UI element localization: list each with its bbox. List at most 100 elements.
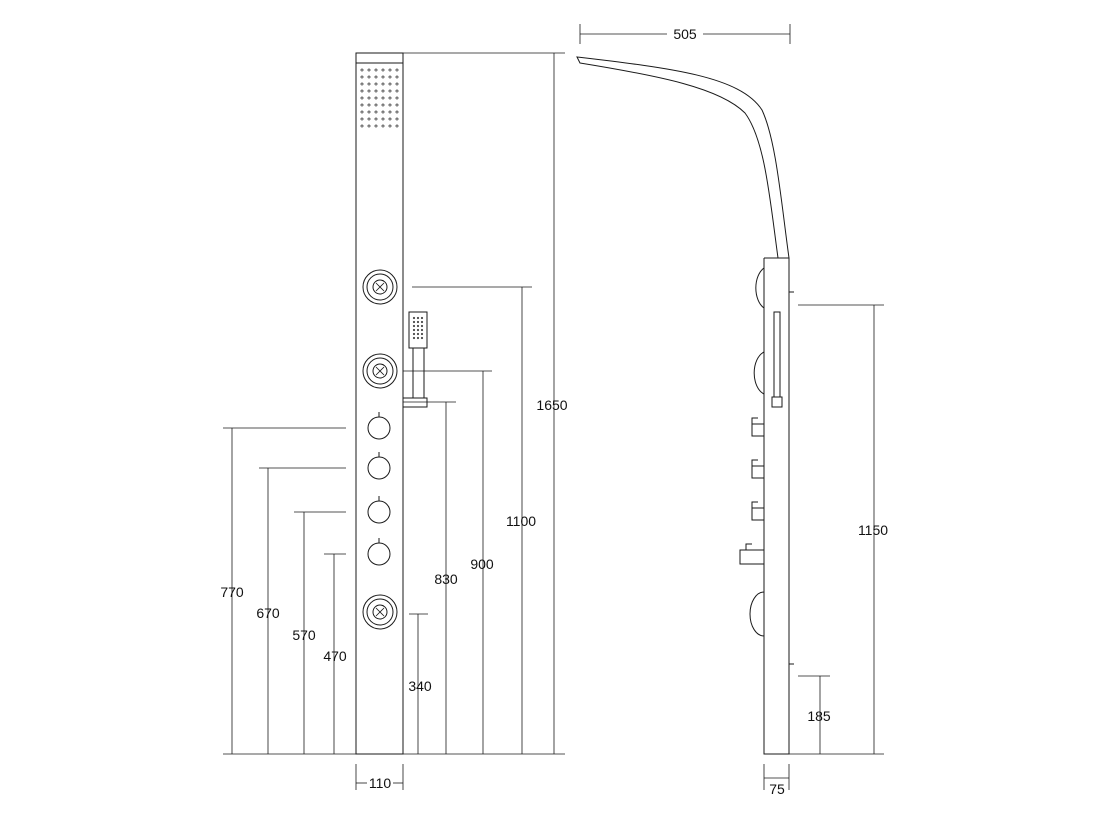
dim-label-770: 770: [220, 584, 244, 600]
side-dimension-lines: [579, 24, 884, 790]
hand-nozzle: [416, 316, 420, 320]
hand-nozzle: [420, 332, 424, 336]
rain-nozzle: [367, 103, 371, 107]
side-jet-2: [753, 351, 765, 395]
rain-nozzle: [374, 75, 378, 79]
side-valve-4: [739, 543, 764, 565]
side-jet-1: [755, 267, 765, 309]
rain-nozzle: [360, 96, 364, 100]
rain-nozzle: [367, 96, 371, 100]
valve-knob-2: [367, 452, 391, 480]
rain-nozzle: [388, 103, 392, 107]
rain-nozzle: [360, 110, 364, 114]
rain-nozzle: [381, 124, 385, 128]
hand-nozzle: [416, 336, 420, 340]
hand-nozzle: [416, 328, 420, 332]
hand-nozzle: [416, 332, 420, 336]
front-dimension-lines: [223, 52, 565, 790]
rain-nozzle: [395, 96, 399, 100]
side-panel-body: [763, 258, 790, 755]
dim-label-340: 340: [408, 678, 432, 694]
hand-shower: [402, 311, 428, 408]
hand-nozzle: [412, 328, 416, 332]
hand-nozzle: [420, 316, 424, 320]
rain-nozzle: [381, 89, 385, 93]
dim-label-110: 110: [369, 775, 392, 791]
dim-label-900: 900: [470, 556, 494, 572]
rain-nozzle: [360, 124, 364, 128]
rain-nozzle: [395, 68, 399, 72]
shower-arm: [576, 56, 790, 259]
rain-nozzle: [381, 103, 385, 107]
dim-label-470: 470: [323, 648, 347, 664]
rain-nozzle: [374, 68, 378, 72]
rain-nozzle: [374, 103, 378, 107]
rain-nozzle: [360, 75, 364, 79]
rain-nozzle: [360, 117, 364, 121]
rain-nozzle: [381, 82, 385, 86]
rain-nozzle: [395, 124, 399, 128]
rain-nozzle: [395, 75, 399, 79]
rain-nozzle: [395, 117, 399, 121]
rain-nozzle: [360, 89, 364, 93]
dim-label-1650: 1650: [536, 397, 567, 413]
side-valve-1: [751, 417, 764, 437]
rain-nozzle: [360, 68, 364, 72]
hand-nozzle: [412, 332, 416, 336]
rain-nozzle: [367, 117, 371, 121]
rain-nozzle: [374, 89, 378, 93]
rain-nozzle: [395, 82, 399, 86]
rain-nozzle: [381, 96, 385, 100]
rain-nozzle: [381, 110, 385, 114]
rain-nozzle: [367, 124, 371, 128]
rain-nozzle: [367, 89, 371, 93]
rain-nozzle: [395, 110, 399, 114]
massage-jet-top: [362, 269, 398, 305]
hand-nozzle: [412, 316, 416, 320]
rain-nozzle: [367, 75, 371, 79]
valve-knob-4: [367, 538, 391, 566]
dim-label-75: 75: [769, 781, 785, 797]
rain-nozzle: [395, 89, 399, 93]
rain-nozzle: [388, 96, 392, 100]
dim-label-830: 830: [434, 571, 458, 587]
rain-head-nozzles: [360, 68, 399, 128]
massage-jet-bottom: [362, 594, 398, 630]
front-view: [355, 52, 428, 755]
hand-nozzle: [416, 320, 420, 324]
dim-label-505: 505: [673, 26, 697, 42]
rain-nozzle: [367, 110, 371, 114]
side-hand-holder: [771, 396, 783, 408]
hand-nozzle: [420, 320, 424, 324]
dim-label-1100: 1100: [506, 513, 536, 529]
valve-knob-3: [367, 496, 391, 524]
hand-nozzle: [412, 320, 416, 324]
rain-nozzle: [374, 82, 378, 86]
rain-nozzle: [374, 96, 378, 100]
rain-nozzle: [388, 68, 392, 72]
rain-nozzle: [388, 110, 392, 114]
rain-nozzle: [381, 75, 385, 79]
rain-nozzle: [388, 117, 392, 121]
side-valve-3: [751, 501, 764, 521]
rain-nozzle: [374, 110, 378, 114]
hand-nozzle: [420, 336, 424, 340]
rain-nozzle: [360, 82, 364, 86]
side-valve-2: [751, 459, 764, 479]
rain-nozzle: [367, 68, 371, 72]
hand-nozzle: [420, 324, 424, 328]
rain-nozzle: [388, 124, 392, 128]
side-jet-3: [749, 591, 765, 637]
dim-label-670: 670: [256, 605, 280, 621]
hand-nozzle: [420, 328, 424, 332]
front-panel-body: [355, 52, 404, 755]
side-view: [576, 56, 794, 755]
rain-nozzle: [374, 117, 378, 121]
rain-nozzle: [360, 103, 364, 107]
rain-nozzle: [381, 117, 385, 121]
hand-nozzle: [412, 324, 416, 328]
massage-jet-middle: [362, 353, 398, 389]
rain-nozzle: [374, 124, 378, 128]
rain-nozzle: [381, 68, 385, 72]
